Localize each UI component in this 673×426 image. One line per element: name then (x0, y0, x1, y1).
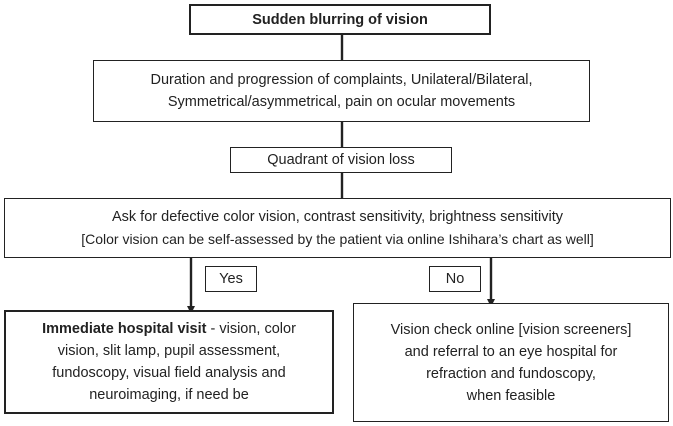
online-check-node: Vision check online [vision screeners] a… (353, 303, 669, 422)
history-node: Duration and progression of complaints, … (93, 60, 590, 122)
no-label-text: No (445, 271, 465, 287)
ask-line-1: Ask for defective color vision, contrast… (111, 209, 563, 225)
quadrant-node: Quadrant of vision loss (230, 147, 452, 173)
yes-branch-label: Yes (205, 266, 257, 292)
hospital-title: Immediate hospital visit (42, 321, 207, 337)
hospital-visit-node: Immediate hospital visit - vision, color… (4, 310, 334, 414)
history-line-2: Symmetrical/asymmetrical, pain on ocular… (167, 94, 516, 110)
hospital-line-4: neuroimaging, if need be (89, 387, 249, 403)
yes-label-text: Yes (219, 271, 243, 287)
quadrant-node-label: Quadrant of vision loss (267, 152, 415, 168)
online-line-3: refraction and fundoscopy, (426, 365, 596, 382)
online-line-4: when feasible (466, 387, 556, 404)
hospital-line-1: Immediate hospital visit - vision, color (42, 318, 296, 340)
online-line-1: Vision check online [vision screeners] (390, 321, 632, 338)
history-line-1: Duration and progression of complaints, … (150, 72, 533, 88)
ask-line-2: [Color vision can be self-assessed by th… (81, 231, 594, 247)
start-node: Sudden blurring of vision (189, 4, 491, 35)
online-line-2: and referral to an eye hospital for (404, 343, 618, 360)
ask-node: Ask for defective color vision, contrast… (4, 198, 671, 258)
no-branch-label: No (429, 266, 481, 292)
start-node-label: Sudden blurring of vision (252, 11, 428, 28)
hospital-line-1-rest: - vision, color (206, 321, 296, 337)
hospital-line-3: fundoscopy, visual field analysis and (52, 365, 286, 381)
hospital-line-2: vision, slit lamp, pupil assessment, (57, 343, 281, 359)
